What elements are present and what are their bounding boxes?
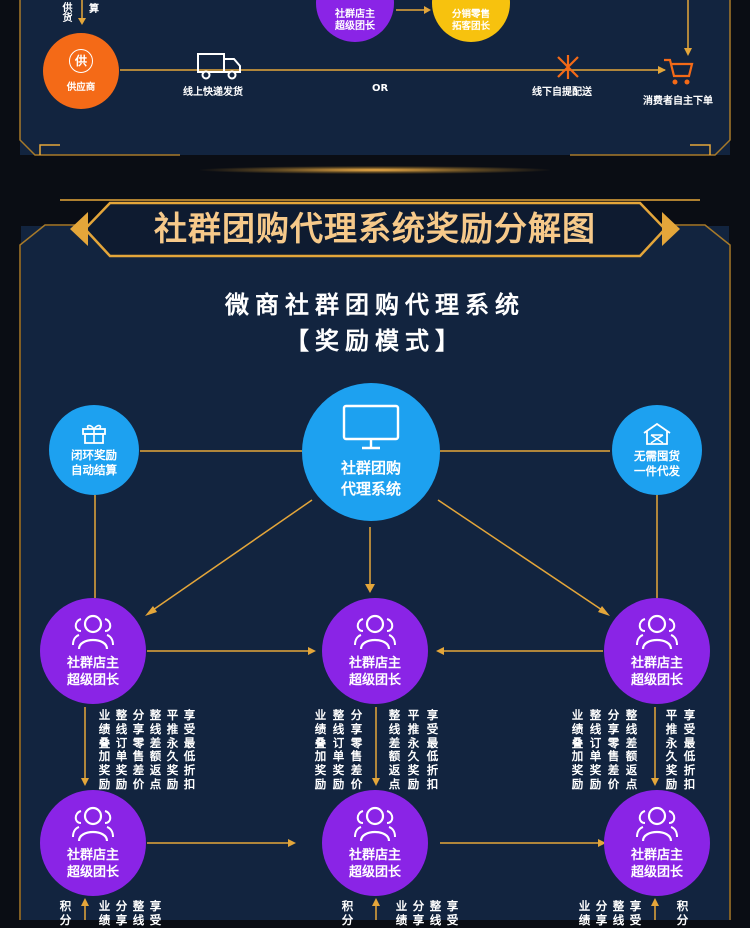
- users-icon: [634, 613, 680, 651]
- leader-node-r1-right[interactable]: 社群店主 超级团长: [604, 598, 710, 704]
- users-icon: [352, 805, 398, 843]
- truck-icon: [195, 50, 243, 82]
- node-line1: 社群店主: [630, 656, 683, 671]
- reward-col-bottom: 业绩: [578, 899, 591, 927]
- system-center-circle[interactable]: 社群团购 代理系统: [302, 383, 440, 521]
- reward-col-bottom: 享受: [446, 899, 459, 927]
- supplier-circle[interactable]: 供 供应商: [43, 33, 119, 109]
- closed-loop-line2: 自动结算: [71, 463, 117, 477]
- monitor-icon: [342, 404, 400, 450]
- reward-col-bottom: 分享: [412, 899, 425, 927]
- reward-col: 整线差额返点: [388, 708, 401, 791]
- reward-col-bottom: 享受: [149, 899, 162, 927]
- pickup-icon: [554, 53, 582, 81]
- reward-col: 享受最低折扣: [426, 708, 439, 791]
- reward-col: 业绩叠加奖励: [571, 708, 584, 791]
- reward-col-bottom: 业绩: [395, 899, 408, 927]
- reward-col: 分享零售差价: [350, 708, 363, 791]
- glow-divider: [200, 166, 550, 174]
- reward-col: 业绩叠加奖励: [98, 708, 111, 791]
- reward-col: 平推永久奖励: [166, 708, 179, 791]
- node-line1: 社群店主: [66, 656, 119, 671]
- reward-col: 分享零售差价: [607, 708, 620, 791]
- reward-col-bottom: 分享: [115, 899, 128, 927]
- node-line2: 超级团长: [66, 865, 119, 880]
- supply-label: 供货: [60, 2, 71, 22]
- reward-col: 整线订单奖励: [589, 708, 602, 791]
- node-line2: 超级团长: [630, 865, 683, 880]
- reward-col-bottom: 享受: [629, 899, 642, 927]
- warehouse-icon: [642, 422, 672, 446]
- reward-col: 整线差额返点: [625, 708, 638, 791]
- no-inventory-line2: 一件代发: [634, 463, 680, 478]
- leader-node-r2-left[interactable]: 社群店主 超级团长: [40, 790, 146, 896]
- supplier-icon: 供: [69, 49, 93, 73]
- reward-col-bottom: 分享: [595, 899, 608, 927]
- closed-loop-line1: 闭环奖励: [71, 448, 117, 462]
- leader-node-r1-center[interactable]: 社群店主 超级团长: [322, 598, 428, 704]
- users-icon: [70, 805, 116, 843]
- online-label: 线上快递发货: [183, 87, 243, 98]
- gift-icon: [81, 422, 107, 444]
- cart-icon: [662, 56, 694, 88]
- supplier-label: 供应商: [66, 82, 96, 93]
- center-line2: 代理系统: [340, 480, 401, 498]
- reward-col-bottom: 积分: [59, 899, 72, 927]
- no-inventory-line1: 无需囤货: [634, 448, 680, 463]
- distribute-line1: 分销零售: [451, 9, 490, 20]
- system-title: 微商社群团购代理系统: [225, 291, 525, 319]
- settle-label: 算: [89, 4, 99, 15]
- reward-col: 享受最低折扣: [183, 708, 196, 791]
- users-icon: [634, 805, 680, 843]
- banner-title: 社群团购代理系统奖励分解图: [154, 209, 596, 248]
- or-label: OR: [372, 83, 389, 94]
- reward-col: 业绩叠加奖励: [314, 708, 327, 791]
- reward-col-bottom: 整线: [429, 899, 442, 927]
- offline-label: 线下自提配送: [532, 87, 592, 98]
- node-line1: 社群店主: [630, 848, 683, 863]
- reward-col: 平推永久奖励: [665, 708, 678, 791]
- no-inventory-circle[interactable]: 无需囤货 一件代发: [612, 405, 702, 495]
- leader-node-r2-right[interactable]: 社群店主 超级团长: [604, 790, 710, 896]
- node-line1: 社群店主: [348, 848, 401, 863]
- reward-col-bottom: 积分: [341, 899, 354, 927]
- distribute-line2: 拓客团长: [451, 21, 490, 32]
- users-icon: [352, 613, 398, 651]
- leader-node-r2-center[interactable]: 社群店主 超级团长: [322, 790, 428, 896]
- users-icon: [70, 613, 116, 651]
- reward-col-bottom: 整线: [132, 899, 145, 927]
- reward-col: 平推永久奖励: [407, 708, 420, 791]
- node-line2: 超级团长: [348, 865, 401, 880]
- system-subtitle: 【奖励模式】: [285, 327, 465, 355]
- leader-node-r1-left[interactable]: 社群店主 超级团长: [40, 598, 146, 704]
- node-line2: 超级团长: [348, 673, 401, 688]
- node-line2: 超级团长: [630, 673, 683, 688]
- reward-col: 整线差额返点: [149, 708, 162, 791]
- center-line1: 社群团购: [340, 459, 401, 477]
- reward-col: 整线订单奖励: [332, 708, 345, 791]
- node-line1: 社群店主: [66, 848, 119, 863]
- reward-col: 享受最低折扣: [683, 708, 696, 791]
- consumer-label: 消费者自主下单: [643, 96, 713, 107]
- reward-col-bottom: 积分: [676, 899, 689, 927]
- reward-col: 分享零售差价: [132, 708, 145, 791]
- node-line2: 超级团长: [66, 673, 119, 688]
- reward-col: 整线订单奖励: [115, 708, 128, 791]
- leader-top-line1: 社群店主: [335, 9, 375, 20]
- node-line1: 社群店主: [348, 656, 401, 671]
- reward-col-bottom: 整线: [612, 899, 625, 927]
- reward-col-bottom: 业绩: [98, 899, 111, 927]
- closed-loop-circle[interactable]: 闭环奖励 自动结算: [49, 405, 139, 495]
- leader-top-line2: 超级团长: [335, 21, 375, 32]
